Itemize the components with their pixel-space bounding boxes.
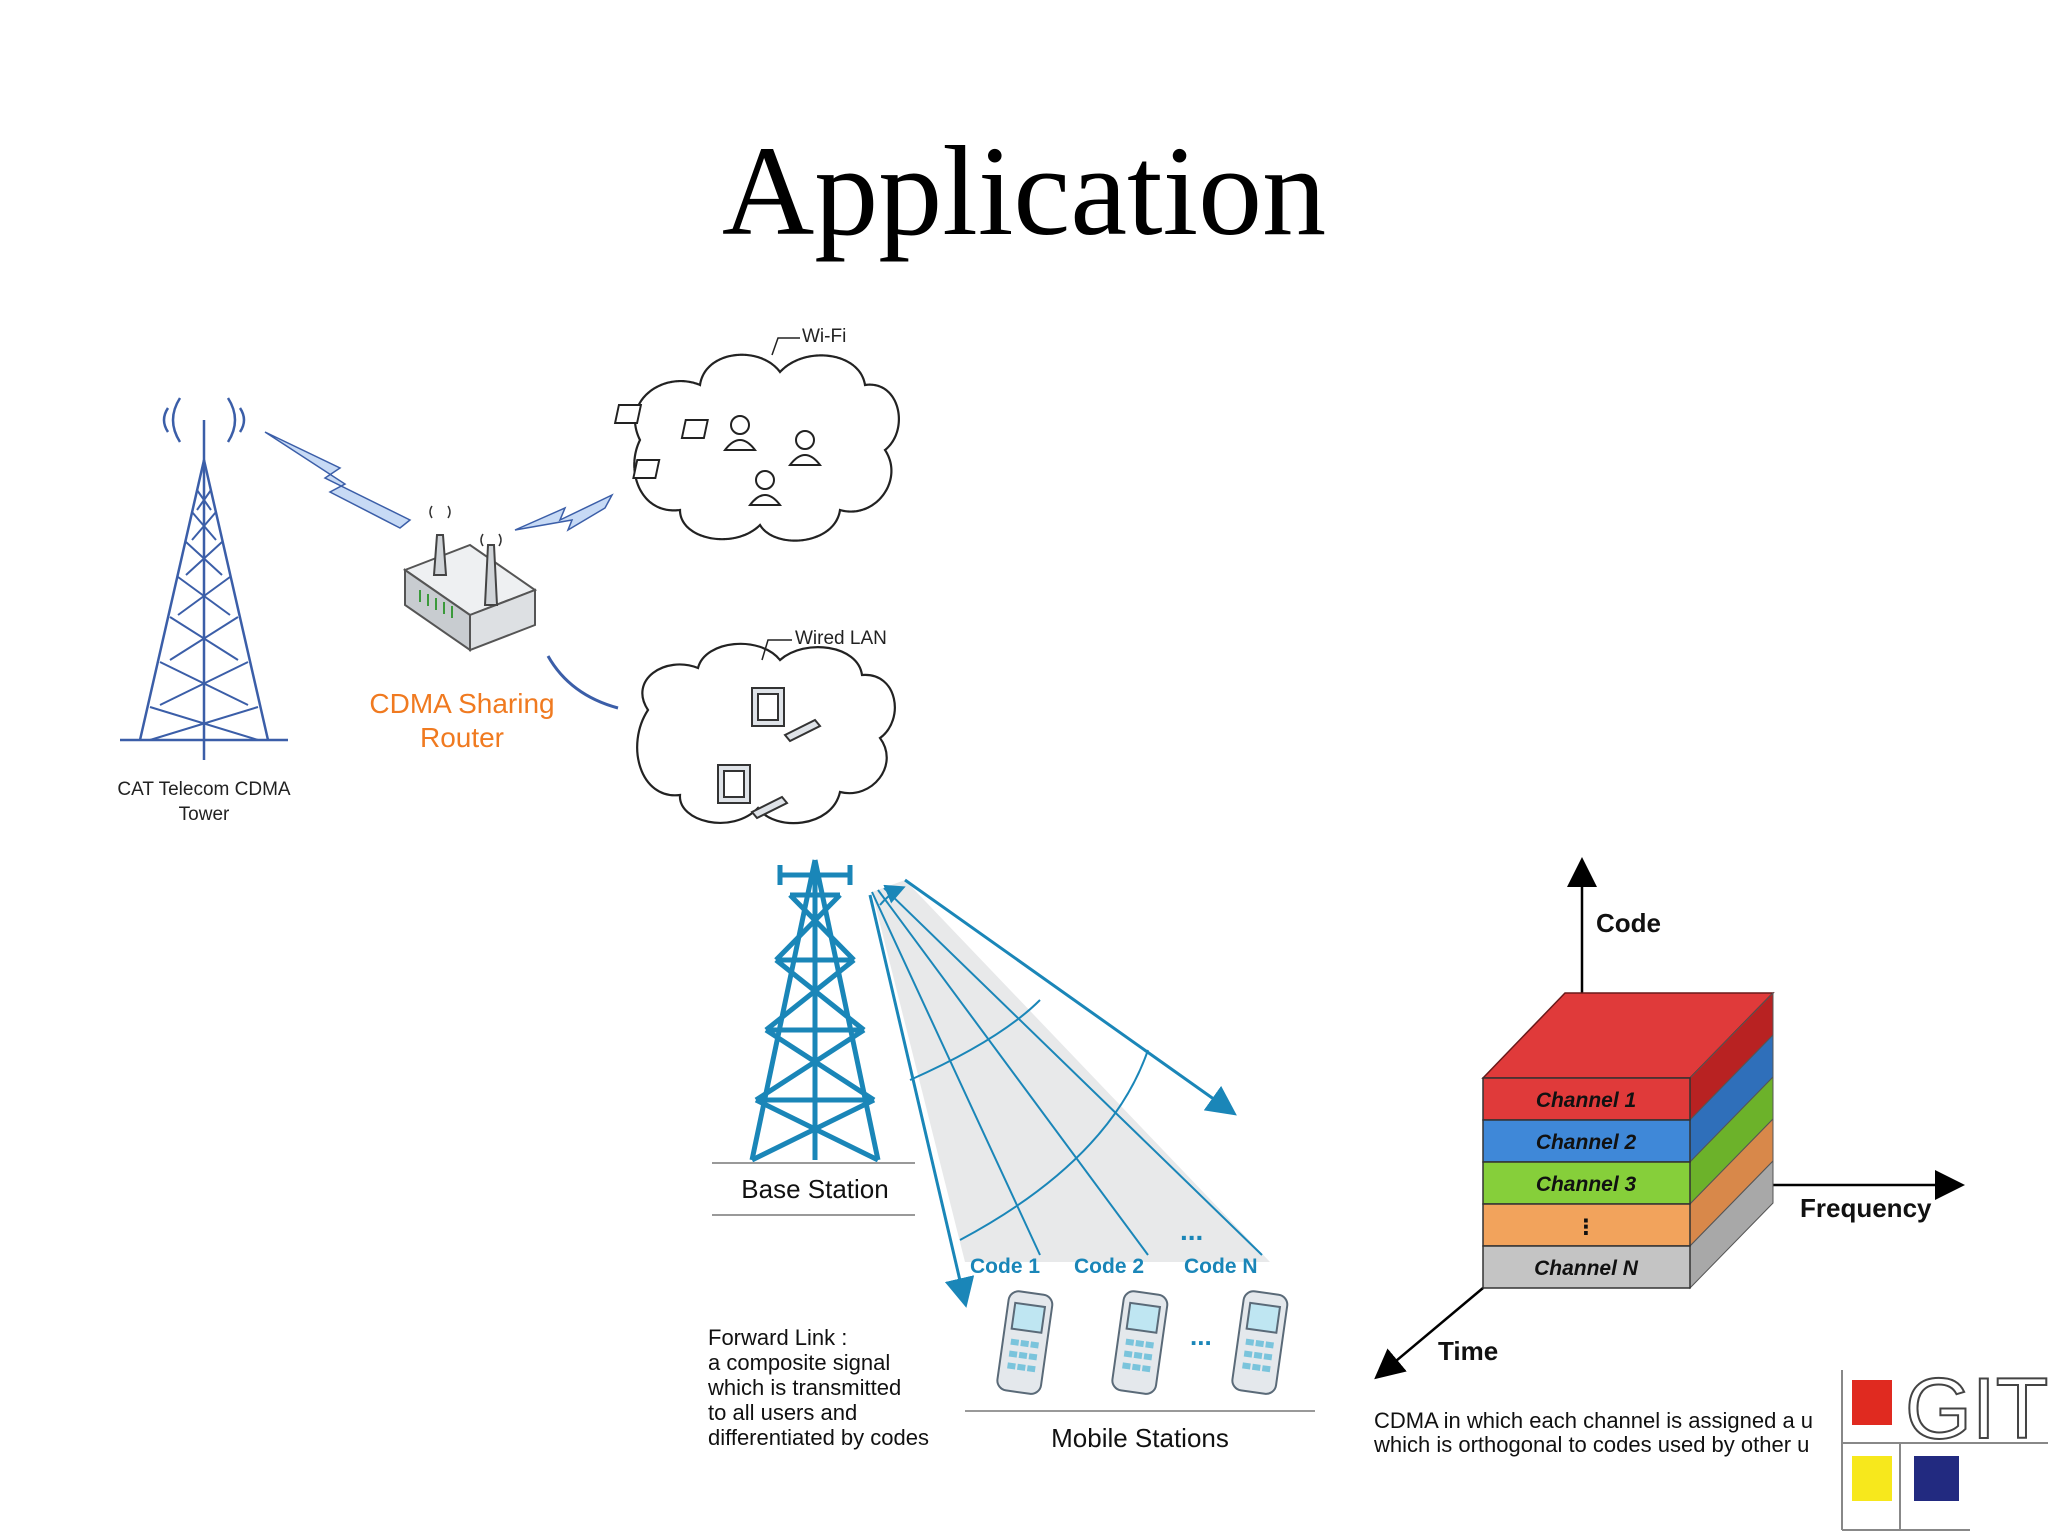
wired-link-line <box>546 655 619 710</box>
axis-time-label: Time <box>1438 1336 1498 1366</box>
axis-frequency-label: Frequency <box>1800 1193 1932 1223</box>
channel-2-label: Channel 2 <box>1536 1131 1637 1154</box>
channel-3-label: Channel 3 <box>1536 1173 1637 1196</box>
svg-text:which is orthogonal to codes u: which is orthogonal to codes used by oth… <box>1373 1432 1809 1457</box>
forward-link-description: Forward Link : a composite signal which … <box>707 1325 929 1450</box>
wifi-cloud <box>613 353 900 542</box>
mobile-stations-label: Mobile Stations <box>1051 1423 1229 1453</box>
channel-ellipsis-label: ⋮ <box>1576 1216 1597 1239</box>
router-label-line1: CDMA Sharing <box>369 688 554 719</box>
base-station-label: Base Station <box>741 1174 888 1204</box>
svg-text:differentiated by codes: differentiated by codes <box>708 1425 929 1450</box>
svg-text:CDMA in which each channel is: CDMA in which each channel is assigned a… <box>1374 1408 1813 1433</box>
wifi-users-icon <box>613 404 823 506</box>
desktop-computers-icon <box>717 687 822 820</box>
svg-text:Forward Link :: Forward Link : <box>708 1325 847 1350</box>
cdma-channel-cube <box>1481 991 1775 1290</box>
channel-1-label: Channel 1 <box>1536 1089 1636 1112</box>
code-1-label: Code 1 <box>970 1255 1040 1278</box>
cdma-axes <box>1374 857 1965 1380</box>
router-label-line2: Router <box>420 722 504 753</box>
wireless-link-icon <box>264 431 614 532</box>
svg-text:to all users and: to all users and <box>708 1400 857 1425</box>
wired-lan-pointer <box>761 639 792 661</box>
logo-text: GIT <box>1905 1361 2048 1457</box>
slide-title: Application <box>721 120 1327 262</box>
cdma-tower-icon <box>120 397 288 760</box>
tower-label-line1: CAT Telecom CDMA <box>117 779 290 800</box>
codes-ellipsis: ... <box>1180 1215 1203 1246</box>
wifi-label: Wi-Fi <box>802 326 846 347</box>
svg-text:a composite signal: a composite signal <box>708 1350 890 1375</box>
code-2-label: Code 2 <box>1074 1255 1144 1278</box>
axis-code-label: Code <box>1596 908 1661 938</box>
wired-lan-label: Wired LAN <box>795 628 887 649</box>
mobile-phone-icons <box>996 1290 1289 1395</box>
code-n-label: Code N <box>1184 1255 1258 1278</box>
git-logo: GIT <box>1841 1360 2048 1531</box>
beam-fan <box>868 878 1270 1308</box>
wired-lan-cloud <box>636 642 896 825</box>
tower-label-line2: Tower <box>179 804 230 825</box>
router-icon <box>402 505 538 652</box>
base-station-tower-icon <box>749 859 881 1163</box>
phones-ellipsis: ... <box>1190 1321 1212 1351</box>
wifi-pointer <box>771 337 800 356</box>
cdma-caption: CDMA in which each channel is assigned a… <box>1373 1408 1813 1457</box>
svg-text:which is transmitted: which is transmitted <box>707 1375 901 1400</box>
channel-n-label: Channel N <box>1534 1257 1639 1280</box>
